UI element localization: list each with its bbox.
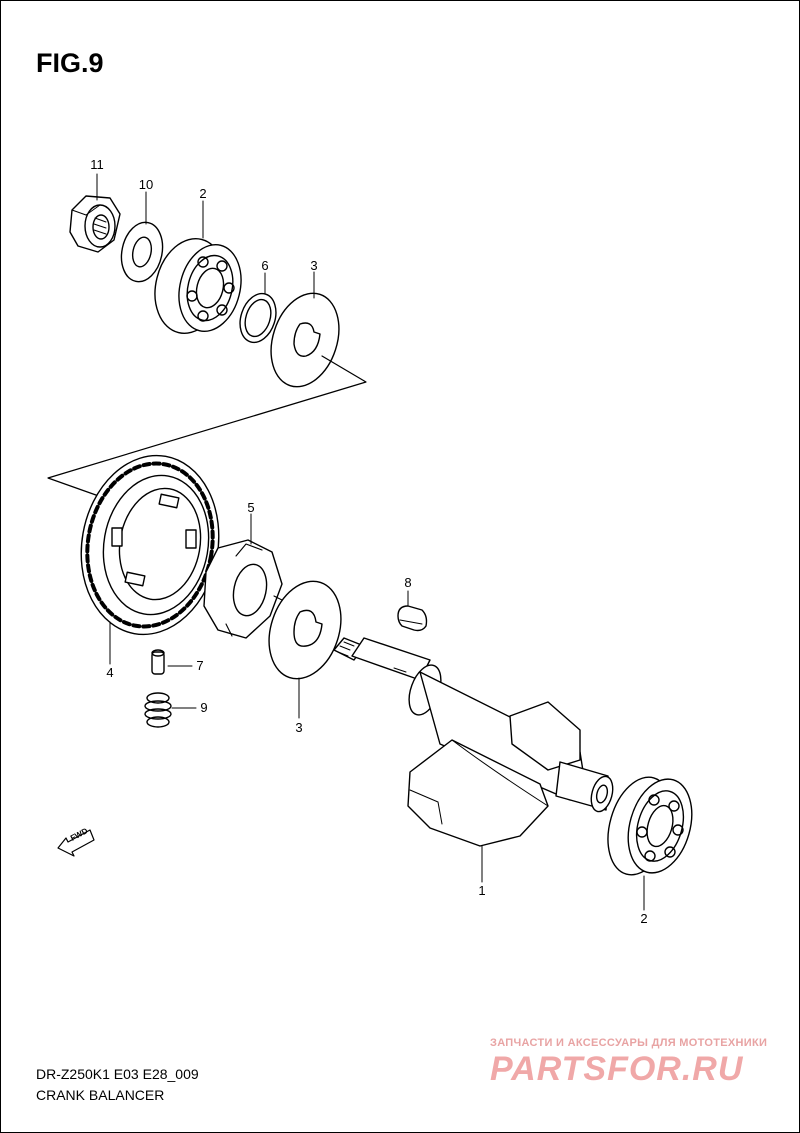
part-5-damper-hub [203, 539, 287, 639]
leader-lines [96, 173, 645, 911]
callout-3-lower[interactable]: 3 [295, 720, 303, 735]
callout-2-upper[interactable]: 2 [199, 186, 207, 201]
callout-4[interactable]: 4 [106, 665, 114, 680]
section-name: CRANK BALANCER [36, 1087, 165, 1103]
figure-title: FIG.9 [36, 48, 104, 78]
watermark-tagline: ЗАПЧАСТИ И АКСЕССУАРЫ ДЛЯ МОТОТЕХНИКИ [490, 1037, 768, 1049]
fwd-arrow-shape [57, 829, 95, 857]
callout-8[interactable]: 8 [404, 575, 412, 590]
callout-9[interactable]: 9 [200, 700, 208, 715]
part-9-spring [144, 692, 172, 728]
callout-7[interactable]: 7 [196, 658, 204, 673]
callout-11[interactable]: 11 [90, 157, 104, 172]
part-2-upper-bearing [154, 238, 242, 334]
part-1-balancer-shaft [333, 637, 614, 847]
part-8-key [397, 605, 428, 632]
model-code: DR-Z250K1 E03 E28_009 [36, 1066, 199, 1082]
part-6-circlip [239, 292, 277, 344]
part-3-upper-washer [270, 292, 340, 388]
part-10-washer [120, 221, 164, 283]
callout-3-upper[interactable]: 3 [310, 258, 318, 273]
part-11-nut [69, 195, 121, 253]
part-4-balancer-gear [80, 454, 220, 636]
part-2-lower-bearing [607, 776, 693, 876]
callout-10[interactable]: 10 [138, 177, 154, 192]
callout-2-lower[interactable]: 2 [640, 911, 648, 926]
watermark-logo: PARTSFOR.RU [490, 1050, 744, 1088]
callout-1[interactable]: 1 [478, 883, 486, 898]
part-3-lower-washer [268, 580, 342, 680]
callout-6[interactable]: 6 [261, 258, 269, 273]
callout-5[interactable]: 5 [247, 500, 255, 515]
part-7-pin [151, 649, 165, 675]
